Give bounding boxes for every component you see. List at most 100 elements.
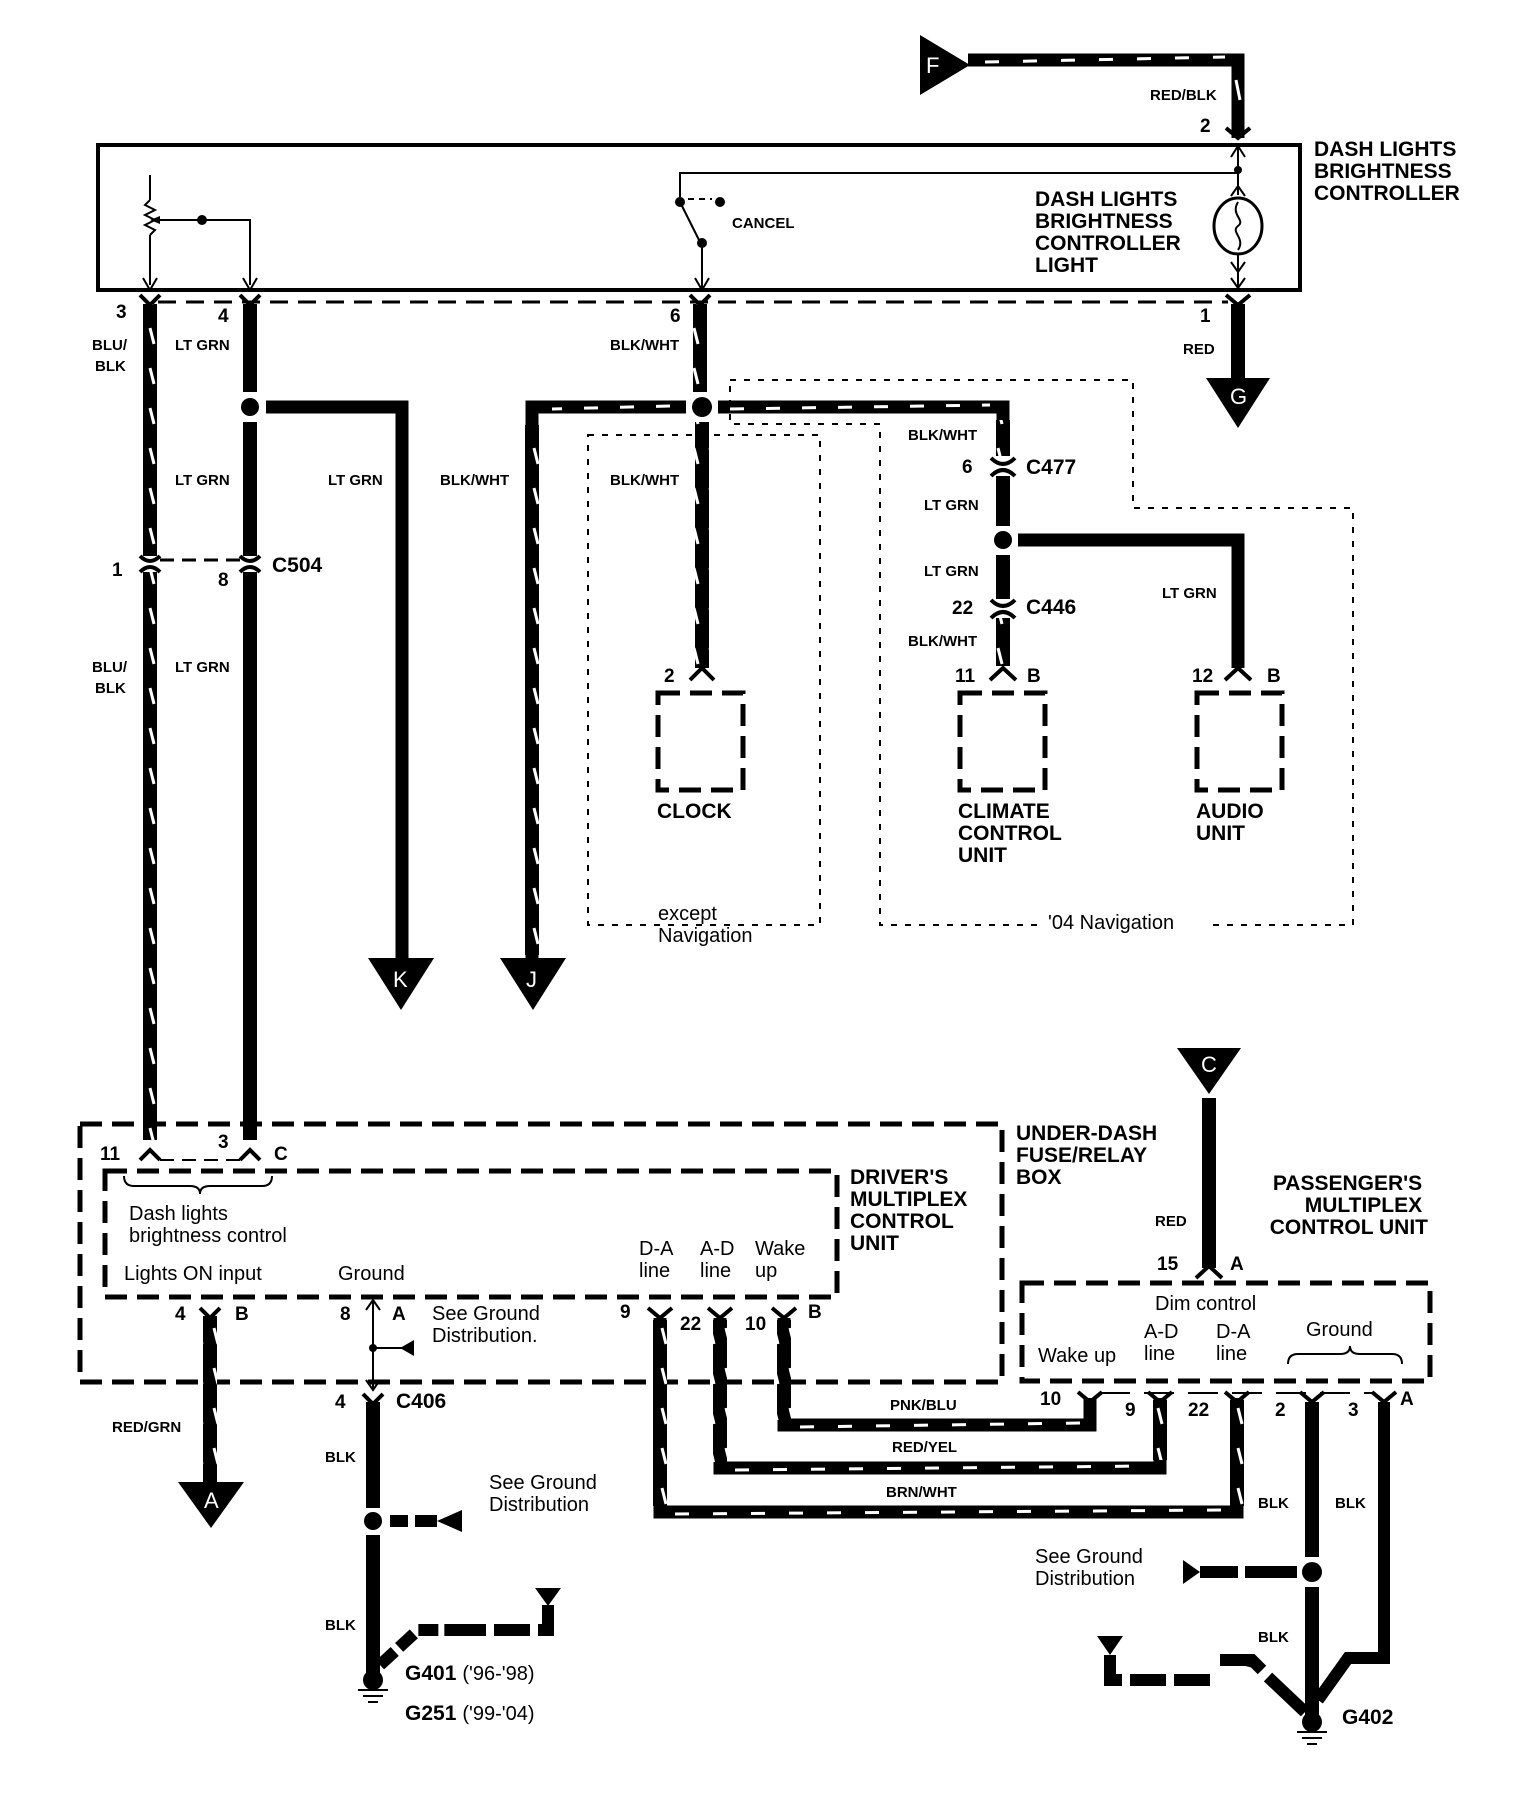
wire-label-blk-g401: BLK	[325, 1617, 356, 1634]
svg-text:A: A	[204, 1488, 219, 1513]
ground-dist-arrow-icon	[1183, 1560, 1200, 1584]
bulb-icon	[1212, 144, 1264, 290]
connector-c-arrow-icon	[1177, 1048, 1241, 1094]
wire-lt-grn-nav	[988, 456, 1253, 682]
drivers-wake-up-label: Wake up	[755, 1238, 811, 1282]
c504-label: C504	[272, 554, 323, 577]
connector-f-arrow-icon	[920, 35, 970, 95]
svg-text:G: G	[1230, 384, 1247, 409]
wire-label-blk-wht-top: BLK/WHT	[610, 337, 679, 354]
audio-unit-box[interactable]	[1194, 690, 1285, 793]
drv-conn-b1: B	[235, 1304, 249, 1325]
dash-lights-brightness-control-label: Dash lights brightness control	[129, 1203, 287, 1247]
wire-pnk-blu	[770, 1306, 1097, 1432]
under-dash-fuse-relay-box	[77, 1121, 1005, 1385]
drivers-ground-label: Ground	[338, 1263, 405, 1285]
c504-pin-1: 1	[112, 560, 123, 581]
clock-box[interactable]	[655, 690, 746, 793]
pass-pin-3: 3	[1348, 1400, 1359, 1421]
wire-label-blk-c406: BLK	[325, 1449, 356, 1466]
c446-pin: 22	[952, 598, 973, 619]
pin-2: 2	[1200, 116, 1211, 137]
brace-icon	[1287, 1345, 1403, 1365]
wire-label-lt-grn-low: LT GRN	[175, 659, 230, 676]
connector-a-arrow-icon	[178, 1482, 244, 1528]
audio-conn: B	[1267, 666, 1281, 687]
passengers-mcu-title: PASSENGER'S MULTIPLEX CONTROL UNIT	[1270, 1172, 1428, 1239]
wire-label-lt-grn-k: LT GRN	[328, 472, 383, 489]
wire-label-audio: LT GRN	[1162, 585, 1217, 602]
controller-light-label: DASH LIGHTS BRIGHTNESS CONTROLLER LIGHT	[1035, 188, 1187, 277]
connector-ref-j[interactable]: J	[500, 958, 566, 1010]
wire-label-blk-wht-clock: BLK/WHT	[610, 472, 679, 489]
wire-label-c446-out: BLK/WHT	[908, 633, 977, 650]
pass-pin-9: 9	[1125, 1400, 1136, 1421]
see-ground-right-label: See Ground Distribution	[1035, 1546, 1148, 1590]
ground-g402-icon	[1297, 1712, 1327, 1745]
splice-icon	[364, 1512, 382, 1530]
c446-label: C446	[1026, 596, 1076, 619]
ud-pin-11: 11	[100, 1144, 121, 1165]
connector-ref-k[interactable]: K	[368, 958, 434, 1010]
connector-ref-a[interactable]: A	[178, 1482, 244, 1528]
cancel-label: CANCEL	[732, 215, 795, 232]
pass-pin-15: 15	[1157, 1254, 1179, 1275]
wire-red-grn	[198, 1306, 222, 1486]
connector-k-arrow-icon	[368, 958, 434, 1010]
g402-label: G402	[1342, 1706, 1393, 1729]
pass-da-line-label: D-A line	[1216, 1321, 1255, 1365]
drv-pin-9: 9	[620, 1302, 631, 1323]
connector-ref-g[interactable]: G	[1206, 378, 1270, 428]
svg-text:K: K	[393, 967, 408, 992]
splice-icon	[994, 531, 1012, 549]
rheostat-icon	[142, 175, 258, 292]
wire-label-red-g: RED	[1183, 341, 1215, 358]
wire-label-c477-in: BLK/WHT	[908, 427, 977, 444]
wire-label-brn-wht: BRN/WHT	[886, 1484, 957, 1501]
climate-pin: 11	[955, 666, 976, 687]
wire-label-lt-grn-top: LT GRN	[175, 337, 230, 354]
c477-pin: 6	[962, 457, 973, 478]
controller-box	[96, 143, 1302, 292]
wire-label-c446-in: LT GRN	[924, 563, 979, 580]
pin-6: 6	[670, 306, 681, 327]
drivers-da-line-label: D-A line	[639, 1238, 678, 1282]
climate-control-unit-label: CLIMATE CONTROL UNIT	[958, 800, 1067, 867]
svg-text:C: C	[1201, 1052, 1217, 1077]
wire-label-lt-grn-mid: LT GRN	[175, 472, 230, 489]
drivers-ad-line-label: A-D line	[700, 1238, 740, 1282]
drivers-mcu-title: DRIVER'S MULTIPLEX CONTROL UNIT	[850, 1166, 973, 1255]
climate-conn: B	[1027, 666, 1041, 687]
drv-conn-a1: A	[392, 1304, 406, 1325]
connector-j-arrow-icon	[500, 958, 566, 1010]
pass-pin-10: 10	[1040, 1389, 1061, 1410]
splice-icon	[692, 397, 712, 417]
ud-pin-3: 3	[218, 1132, 229, 1153]
wire-lt-grn	[238, 293, 409, 1140]
pin-1: 1	[1200, 306, 1211, 327]
wire-label-pnk-blu: PNK/BLU	[890, 1397, 957, 1414]
region-label-04-navigation: '04 Navigation	[1048, 912, 1174, 934]
drivers-multiplex-control-unit-box[interactable]	[102, 1168, 840, 1300]
wire-red-yel	[706, 1306, 1167, 1475]
passengers-multiplex-control-unit-box[interactable]	[1019, 1280, 1433, 1384]
wire-label-c477-out: LT GRN	[924, 497, 979, 514]
svg-text:F: F	[926, 53, 939, 78]
wire-label-red-c: RED	[1155, 1213, 1187, 1230]
wire-label-red-grn: RED/GRN	[112, 1419, 181, 1436]
climate-control-unit-box[interactable]	[957, 690, 1048, 793]
wire-red-blk	[968, 53, 1252, 141]
pass-conn-a-top: A	[1230, 1254, 1244, 1275]
connector-ref-f[interactable]: F	[920, 35, 970, 95]
audio-pin: 12	[1192, 666, 1213, 687]
region-except-navigation	[587, 434, 821, 926]
ud-conn-c: C	[274, 1144, 288, 1165]
wire-label-blu-blk-low: BLU/ BLK	[92, 659, 131, 697]
pass-conn-a-bottom: A	[1400, 1389, 1414, 1410]
g251-label: G251('99-'04)	[405, 1702, 534, 1725]
drv-pin-8: 8	[340, 1304, 351, 1325]
clock-pin: 2	[664, 666, 675, 687]
region-label-except-navigation: except Navigation	[658, 903, 753, 947]
driver-ground-path	[365, 1298, 414, 1392]
connector-ref-c[interactable]: C	[1177, 1048, 1241, 1094]
